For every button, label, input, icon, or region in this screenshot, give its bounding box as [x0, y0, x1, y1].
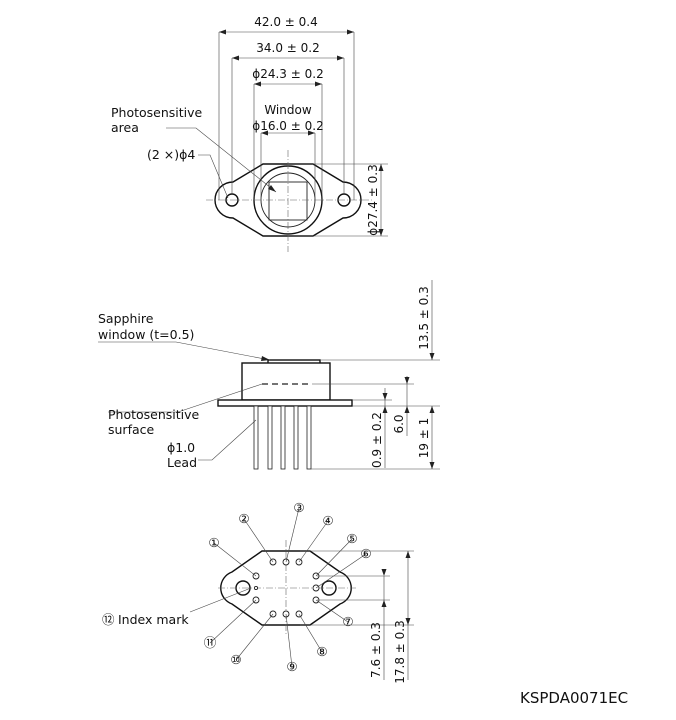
dim-overall-width: 42.0 ± 0.4 — [219, 15, 354, 35]
flange-thickness-text: 0.9 ± 0.2 — [370, 412, 384, 468]
pin-leader — [235, 613, 274, 661]
window-title-text: Window — [264, 103, 312, 117]
pin-leader — [315, 538, 353, 577]
hole-pitch-text: 34.0 ± 0.2 — [256, 41, 320, 55]
dim-hole-pitch: 34.0 ± 0.2 — [232, 41, 344, 61]
pin-row-a-text: 7.6 ± 0.3 — [369, 622, 383, 678]
pin-number: ⑦ — [342, 614, 353, 629]
pin-number: ⑤ — [346, 531, 357, 546]
pin-leader — [285, 507, 300, 563]
index-mark-number: ⑫ — [102, 612, 115, 627]
label-photosensitive-area-1: Photosensitive — [111, 105, 203, 120]
side-flange — [217, 399, 353, 407]
pin-row-b-text: 17.8 ± 0.3 — [393, 620, 407, 684]
pin-leader — [298, 613, 323, 653]
flange-height-text: ϕ27.4 ± 0.3 — [366, 164, 380, 235]
overall-width-text: 42.0 ± 0.4 — [254, 15, 318, 29]
label-sapphire-2: window (t=0.5) — [98, 327, 194, 342]
dim-pin-row-b: 17.8 ± 0.3 — [393, 551, 411, 684]
pin-leader — [315, 599, 349, 623]
side-view: 13.5 ± 0.3 6.0 0.9 ± 0.2 19 ± 1 Sapphire… — [98, 280, 440, 470]
pin-leader — [285, 613, 293, 668]
pin-number: ⑩ — [230, 652, 241, 667]
label-surface-2: surface — [108, 422, 155, 437]
top-view: 42.0 ± 0.4 34.0 ± 0.2 ϕ24.3 ± 0.2 Window… — [111, 15, 388, 252]
dim-side-height: 13.5 ± 0.3 — [417, 280, 435, 360]
side-body — [241, 362, 331, 401]
pin-leader — [298, 520, 329, 563]
dim-body-diameter: ϕ24.3 ± 0.2 — [252, 67, 324, 87]
label-lead: Lead — [167, 455, 197, 470]
label-holes: (2 ×)ϕ4 — [147, 147, 195, 162]
index-mark-label: Index mark — [118, 612, 189, 627]
dim-pin-row-a: 7.6 ± 0.3 — [369, 569, 387, 680]
dim-flange-height: ϕ27.4 ± 0.3 — [288, 163, 388, 237]
dim-window-diameter: Window ϕ16.0 ± 0.2 — [252, 103, 324, 136]
leader-lead — [198, 419, 257, 461]
pin-leader — [209, 599, 257, 644]
pin-leader — [213, 542, 257, 577]
pin-leader — [243, 518, 274, 563]
pin-number: ⑨ — [286, 659, 297, 674]
dim-lead-length: 19 ± 1 — [417, 406, 435, 469]
pin-number: ⑧ — [316, 644, 327, 659]
label-surface-1: Photosensitive — [108, 407, 200, 422]
pin-hole — [253, 585, 259, 591]
side-height-text: 13.5 ± 0.3 — [417, 286, 431, 350]
pin-number: ④ — [322, 513, 333, 528]
label-sapphire-1: Sapphire — [98, 311, 154, 326]
pin-leader — [315, 553, 367, 589]
pin-hole — [252, 572, 260, 580]
lead-length-text: 19 ± 1 — [417, 418, 431, 459]
pin-number: ③ — [293, 500, 304, 515]
pin-number: ⑥ — [360, 546, 371, 561]
window-diameter-text: ϕ16.0 ± 0.2 — [252, 119, 323, 133]
dim-surface-depth: 6.0 — [392, 376, 410, 436]
label-lead-dia: ϕ1.0 — [167, 440, 195, 455]
surface-depth-text: 6.0 — [392, 414, 406, 433]
label-photosensitive-area-2: area — [111, 120, 139, 135]
body-diameter-text: ϕ24.3 ± 0.2 — [252, 67, 323, 81]
leader-holes — [198, 154, 229, 199]
leader-photosensitive-area — [166, 127, 277, 193]
side-leads — [253, 405, 312, 470]
pin-number: ② — [238, 511, 249, 526]
pin-number: ⑪ — [204, 635, 217, 650]
dim-flange-thickness: 0.9 ± 0.2 — [370, 388, 388, 468]
drawing-code: KSPDA0071EC — [520, 689, 628, 707]
leader-sapphire — [98, 341, 271, 361]
leader-surface — [108, 383, 263, 413]
pin-number: ① — [208, 535, 219, 550]
